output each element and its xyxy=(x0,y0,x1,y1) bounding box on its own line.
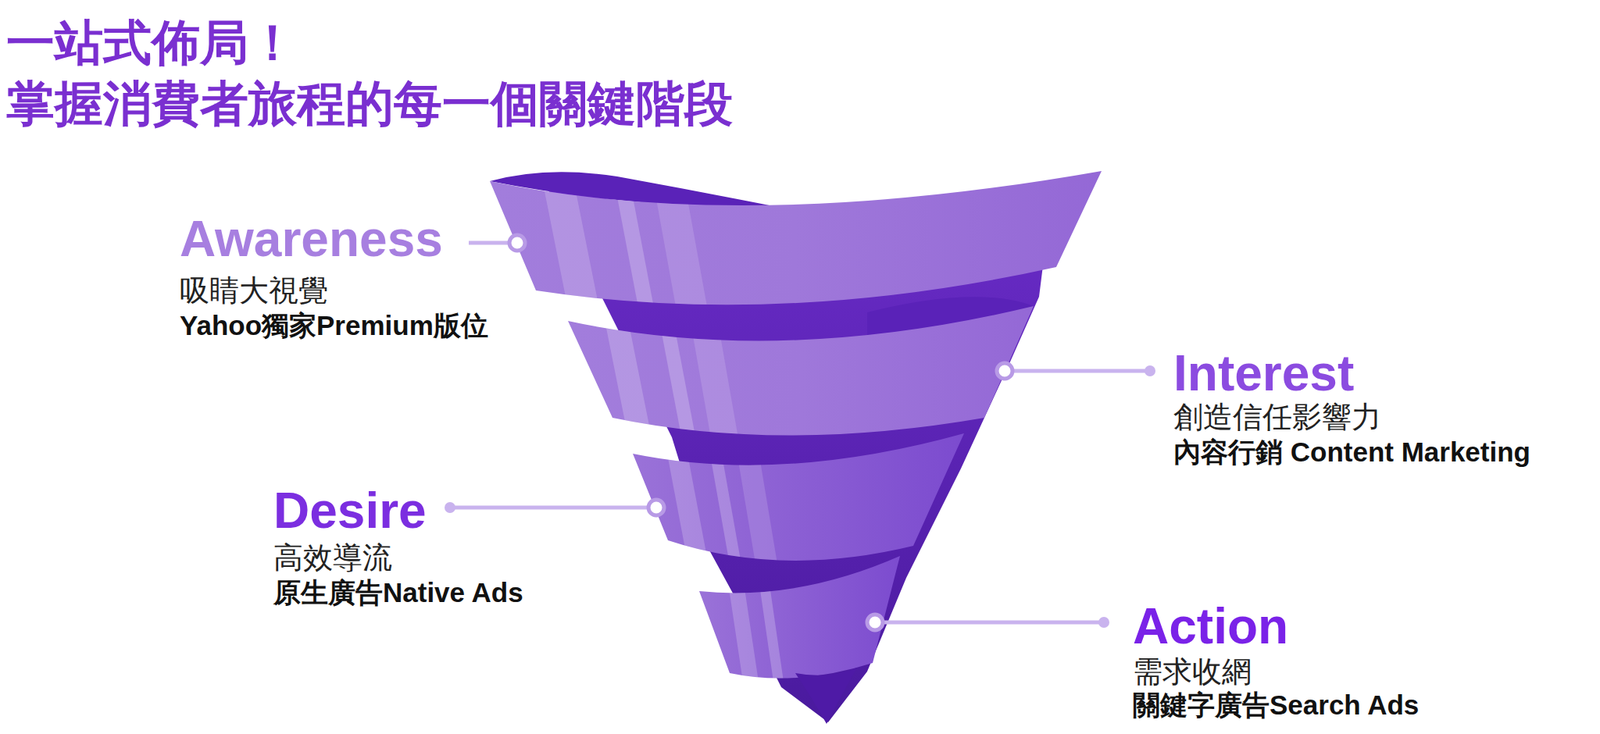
stage-subtitle: 高效導流 xyxy=(273,542,393,575)
stage-heading: Action xyxy=(1132,601,1289,652)
page-title: 一站式佈局！ 掌握消費者旅程的每一個關鍵階段 xyxy=(6,12,866,134)
stage-subtitle: 需求收網 xyxy=(1132,656,1252,690)
stage-subtitle: 吸睛大視覺 xyxy=(179,275,329,308)
band-highlight xyxy=(601,304,743,461)
band-highlight xyxy=(537,156,711,329)
leader-dots xyxy=(444,365,1156,629)
leader-ends xyxy=(509,235,1013,631)
stage-subtitle: 創造信任影響力 xyxy=(1173,401,1382,435)
funnel-band xyxy=(699,556,900,679)
funnel-tip xyxy=(795,667,858,725)
stage-channel: 原生廣告Native Ads xyxy=(273,578,524,609)
stage-heading: Awareness xyxy=(179,214,443,265)
band-highlight xyxy=(722,546,785,688)
stage-channel: 內容行銷 Content Marketing xyxy=(1173,437,1531,468)
stage-channel: Yahoo獨家Premium版位 xyxy=(179,310,489,342)
leader-lines xyxy=(454,242,1146,623)
band-highlight xyxy=(664,437,780,579)
stage-channel: 關鍵字廣告Search Ads xyxy=(1132,690,1419,722)
stage-heading: Desire xyxy=(273,485,427,536)
stage-heading: Interest xyxy=(1173,348,1354,399)
